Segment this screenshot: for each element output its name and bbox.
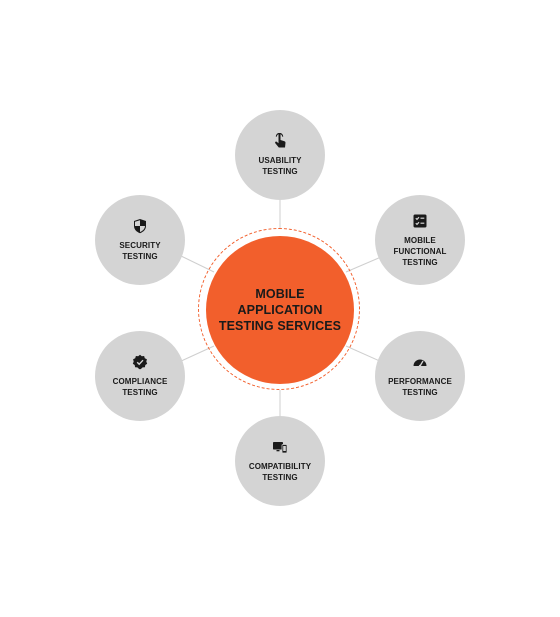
- node-usability-line1: USABILITY: [258, 156, 302, 165]
- node-compatibility-line2: TESTING: [262, 473, 298, 482]
- node-performance-line1: PERFORMANCE: [388, 377, 452, 386]
- node-mobile-functional-line1: MOBILE FUNCTIONAL: [393, 235, 447, 256]
- center-title-line1: MOBILE APPLICATION: [237, 287, 323, 317]
- center-dashed-ring: [198, 228, 360, 390]
- node-compliance-line2: TESTING: [122, 388, 158, 397]
- devices-icon: [273, 442, 288, 454]
- node-usability-line2: TESTING: [262, 167, 298, 176]
- center-circle: MOBILE APPLICATION TESTING SERVICES: [206, 236, 354, 384]
- node-security: SECURITY TESTING: [95, 195, 185, 285]
- node-compliance-line1: COMPLIANCE: [112, 377, 168, 386]
- pointer-hand-icon: [275, 133, 286, 148]
- node-compliance: COMPLIANCE TESTING: [95, 331, 185, 421]
- node-security-line1: SECURITY: [119, 241, 161, 250]
- node-security-line2: TESTING: [122, 252, 158, 261]
- center-title: MOBILE APPLICATION TESTING SERVICES: [215, 286, 345, 334]
- node-mobile-functional-line2: TESTING: [402, 257, 438, 267]
- shield-icon: [134, 219, 146, 234]
- connector-performance: [345, 345, 383, 363]
- node-compatibility: COMPATIBILITY TESTING: [235, 416, 325, 506]
- checklist-icon: [413, 214, 427, 227]
- node-performance: PERFORMANCE TESTING: [375, 331, 465, 421]
- verified-badge-icon: [132, 354, 148, 370]
- center-title-line2: TESTING SERVICES: [218, 319, 342, 333]
- node-compatibility-line1: COMPATIBILITY: [248, 462, 312, 471]
- node-mobile-functional: MOBILE FUNCTIONAL TESTING: [375, 195, 465, 285]
- node-usability: USABILITY TESTING: [235, 110, 325, 200]
- speedometer-icon: [413, 359, 427, 368]
- connector-mobile-functional: [345, 256, 382, 273]
- node-performance-line2: TESTING: [402, 388, 438, 397]
